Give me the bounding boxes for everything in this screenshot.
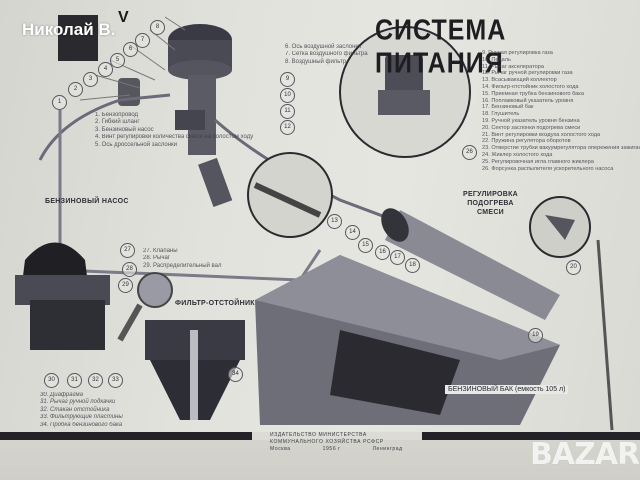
legend-item: 30. Диафрагма — [40, 392, 83, 398]
legend-item: 20. Сектор заслонки подогрева смеси — [482, 124, 581, 131]
callout-31: 31 — [67, 373, 82, 388]
corner-mark: V — [118, 9, 129, 26]
fuel-system-illustration — [15, 16, 614, 431]
publisher-imprint: ИЗДАТЕЛЬСТВО МИНИСТЕРСТВА КОММУНАЛЬНОГО … — [270, 432, 403, 453]
callout-5: 5 — [110, 53, 125, 68]
publisher-city: Москва — [270, 446, 291, 452]
callout-9: 9 — [280, 72, 295, 87]
section-label-fuel-pump: БЕНЗИНОВЫЙ НАСОС — [45, 198, 129, 205]
callout-13: 13 — [327, 214, 342, 229]
seller-username-overlay: Николай В. — [22, 20, 116, 39]
legend-item: 3. Бензиновый насос — [95, 126, 154, 133]
legend-top-left: 1. Бензопровод 2. Гибкий шланг 3. Бензин… — [95, 112, 253, 149]
publisher-city: Ленинград — [372, 446, 403, 452]
legend-item: 27. Клапаны — [143, 248, 178, 254]
legend-item: 16. Поплавковый указатель уровня — [482, 97, 574, 104]
callout-20: 20 — [566, 260, 581, 275]
bazar-watermark-logo: BAZAR — [530, 437, 640, 472]
callout-4: 4 — [98, 62, 113, 77]
legend-item: 18. Глушитель — [482, 111, 520, 118]
publisher-city-year: Москва 1956 г Ленинград — [270, 446, 403, 453]
callout-28: 28 — [122, 262, 137, 277]
legend-right: 9. Ручная регулировка газа 10. Педаль 11… — [482, 50, 640, 172]
callout-33: 33 — [108, 373, 123, 388]
section-label-filter: ФИЛЬТР-ОТСТОЙНИК — [175, 300, 255, 307]
callout-16: 16 — [375, 245, 390, 260]
legend-item: 8. Воздушный фильтр — [285, 58, 347, 65]
callout-12: 12 — [280, 120, 295, 135]
callout-6: 6 — [123, 42, 138, 57]
legend-item: 10. Педаль — [482, 56, 511, 63]
callout-14: 14 — [345, 225, 360, 240]
poster-corner-logo: V — [58, 9, 129, 61]
publisher-line: КОММУНАЛЬНОГО ХОЗЯЙСТВА РСФСР — [270, 439, 384, 445]
legend-item: 22. Пружина регулятора оборотов — [482, 138, 571, 145]
poster-title: СИСТЕМА ПИТАНИЯ — [375, 14, 507, 80]
legend-item: 1. Бензопровод — [95, 112, 139, 118]
callout-8: 8 — [150, 20, 165, 35]
legend-item: 26. Форсунка распылителя ускорительного … — [482, 165, 614, 172]
legend-item: 11. Рычаг акселератора — [482, 63, 544, 70]
callout-10: 10 — [280, 88, 295, 103]
callout-1: 1 — [52, 95, 67, 110]
callout-11: 11 — [280, 104, 295, 119]
callout-3: 3 — [83, 72, 98, 87]
legend-item: 32. Стакан отстойника — [40, 406, 110, 413]
poster-photo: V СИСТЕМА ПИТАНИЯ 1. Бензопровод 2. Гибк… — [0, 0, 640, 452]
section-label-mixture-heating: РЕГУЛИРОВКА ПОДОГРЕВА СМЕСИ — [462, 191, 519, 216]
callout-27: 27 — [120, 243, 135, 258]
legend-item: 12. Рычаг ручной регулировки газа — [482, 70, 573, 77]
legend-item: 28. Рычаг — [143, 255, 170, 262]
legend-item: 14. Фильтр-отстойник холостого хода — [482, 83, 579, 90]
legend-bottom-left: 30. Диафрагма 31. Рычаг ручной подкачки … — [40, 392, 123, 429]
legend-item: 21. Винт регулировки воздуха холостого х… — [482, 131, 601, 138]
callout-29: 29 — [118, 278, 133, 293]
legend-item: 19. Ручной указатель уровня бензина — [482, 117, 580, 124]
callout-2: 2 — [68, 82, 83, 97]
callout-32: 32 — [88, 373, 103, 388]
callout-19: 19 — [528, 328, 543, 343]
legend-item: 25. Регулировочная игла главного жиклера — [482, 158, 594, 165]
legend-item: 7. Сетка воздушного фильтра — [285, 51, 368, 58]
callout-17: 17 — [390, 250, 405, 265]
publisher-line: ИЗДАТЕЛЬСТВО МИНИСТЕРСТВА — [270, 432, 367, 438]
section-label-fuel-tank: БЕНЗИНОВЫЙ БАК (емкость 105 л) — [445, 385, 569, 394]
legend-item: 4. Винт регулировки количества смеси на … — [95, 134, 254, 141]
legend-top-center: 6. Ось воздушной заслонки 7. Сетка возду… — [285, 44, 368, 66]
callout-18: 18 — [405, 258, 420, 273]
legend-item: 31. Рычаг ручной подкачки — [40, 399, 116, 406]
poster-bottom-border — [0, 432, 640, 440]
legend-pump: 27. Клапаны 28. Рычаг 29. Распределитель… — [143, 248, 221, 270]
callout-30: 30 — [44, 373, 59, 388]
legend-item: 6. Ось воздушной заслонки — [285, 44, 362, 50]
legend-item: 29. Распределительный вал — [143, 262, 222, 269]
legend-item: 34. Пробка бензинового бака — [40, 421, 123, 428]
legend-item: 2. Гибкий шланг — [95, 119, 140, 126]
callout-34: 34 — [228, 367, 243, 382]
legend-item: 13. Всасывающий коллектор — [482, 77, 557, 84]
legend-item: 24. Жиклер холостого хода — [482, 151, 553, 158]
legend-item: 9. Ручная регулировка газа — [482, 50, 553, 56]
callout-15: 15 — [358, 238, 373, 253]
legend-item: 33. Фильтрующие пластины — [40, 414, 123, 421]
legend-item: 17. Бензиновый бак — [482, 104, 534, 111]
callout-26: 26 — [462, 145, 477, 160]
legend-item: 5. Ось дроссельной заслонки — [95, 141, 178, 148]
callout-7: 7 — [135, 33, 150, 48]
publisher-year: 1956 г — [322, 446, 341, 452]
legend-item: 15. Приемная трубка бензинового бака — [482, 90, 584, 97]
legend-item: 23. Отверстие трубки вакуумрегулятора оп… — [482, 145, 640, 152]
